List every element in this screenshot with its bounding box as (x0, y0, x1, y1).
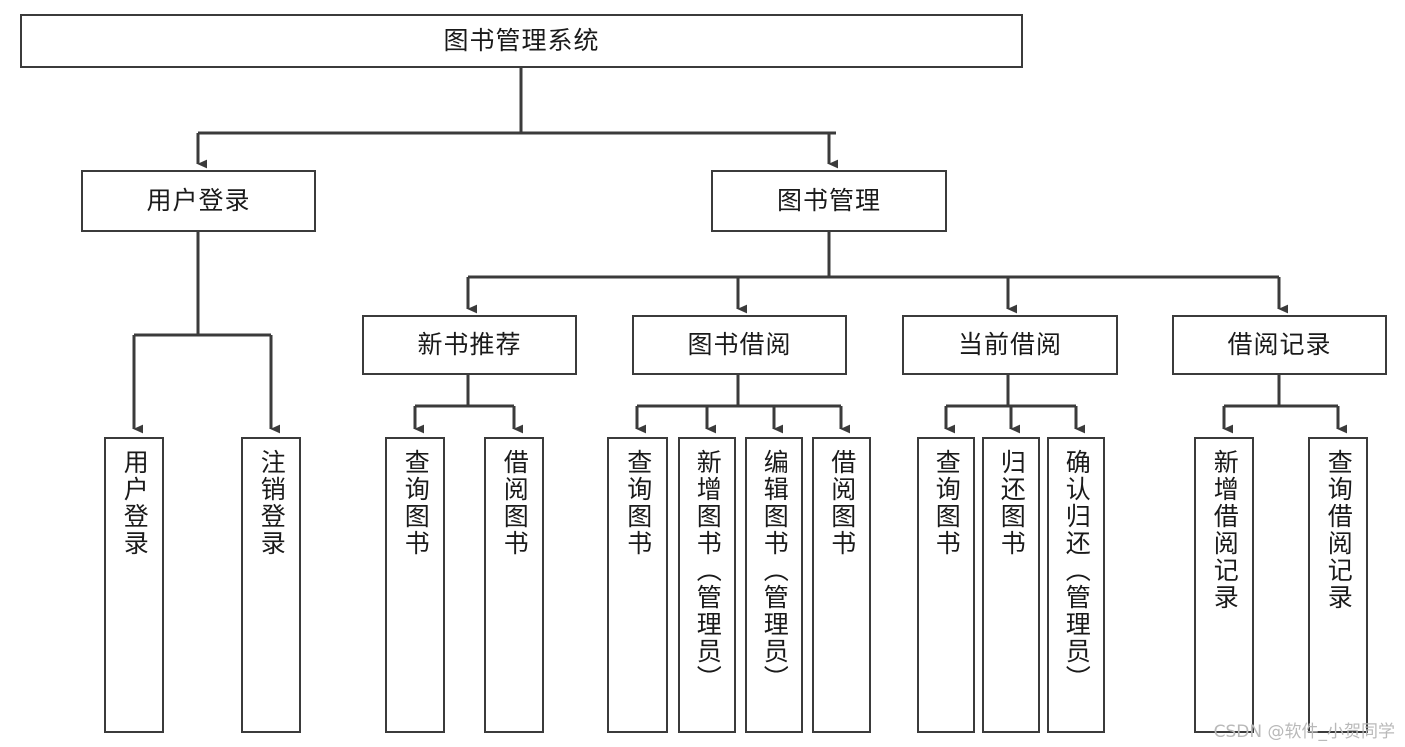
node-book-borrow[interactable]: 图书借阅 (632, 315, 847, 375)
node-user-login-label: 用户登录 (146, 186, 251, 216)
leaf-query-borrow-record-label: 查询借阅记录 (1324, 449, 1354, 611)
leaf-borrow-book[interactable]: 借阅图书 (812, 437, 871, 733)
node-borrow-record-label: 借阅记录 (1227, 330, 1332, 360)
leaf-confirm-return-admin-label: 确认归还（管理员） (1062, 449, 1092, 692)
leaf-borrow-book-new[interactable]: 借阅图书 (484, 437, 544, 733)
leaf-logout-label: 注销登录 (257, 449, 287, 557)
node-current-borrow[interactable]: 当前借阅 (902, 315, 1118, 375)
leaf-query-book-current-label: 查询图书 (932, 449, 962, 557)
node-book-management-label: 图书管理 (776, 186, 881, 216)
leaf-user-login-label: 用户登录 (120, 449, 150, 557)
leaf-edit-book-admin-label: 编辑图书（管理员） (760, 449, 790, 692)
leaf-query-book-new-label: 查询图书 (401, 449, 431, 557)
leaf-add-borrow-record-label: 新增借阅记录 (1210, 449, 1240, 611)
node-book-borrow-label: 图书借阅 (687, 330, 792, 360)
node-user-login[interactable]: 用户登录 (81, 170, 316, 232)
leaf-logout[interactable]: 注销登录 (241, 437, 301, 733)
leaf-add-book-admin[interactable]: 新增图书（管理员） (678, 437, 736, 733)
leaf-edit-book-admin[interactable]: 编辑图书（管理员） (745, 437, 803, 733)
node-new-book-recommend[interactable]: 新书推荐 (362, 315, 577, 375)
leaf-return-book[interactable]: 归还图书 (982, 437, 1040, 733)
node-borrow-record[interactable]: 借阅记录 (1172, 315, 1387, 375)
leaf-query-book-current[interactable]: 查询图书 (917, 437, 975, 733)
node-root-label: 图书管理系统 (443, 26, 600, 56)
leaf-query-book-borrow[interactable]: 查询图书 (607, 437, 668, 733)
leaf-borrow-book-label: 借阅图书 (827, 449, 857, 557)
node-root[interactable]: 图书管理系统 (20, 14, 1023, 68)
leaf-query-borrow-record[interactable]: 查询借阅记录 (1308, 437, 1368, 733)
leaf-user-login[interactable]: 用户登录 (104, 437, 164, 733)
node-book-management[interactable]: 图书管理 (711, 170, 947, 232)
csdn-watermark: CSDN @软件_小贺同学 (1213, 722, 1395, 742)
leaf-query-book-borrow-label: 查询图书 (623, 449, 653, 557)
leaf-add-book-admin-label: 新增图书（管理员） (693, 449, 723, 692)
leaf-return-book-label: 归还图书 (997, 449, 1027, 557)
node-current-borrow-label: 当前借阅 (957, 330, 1062, 360)
node-new-book-recommend-label: 新书推荐 (417, 330, 522, 360)
leaf-query-book-new[interactable]: 查询图书 (385, 437, 445, 733)
leaf-borrow-book-new-label: 借阅图书 (500, 449, 530, 557)
leaf-confirm-return-admin[interactable]: 确认归还（管理员） (1047, 437, 1105, 733)
leaf-add-borrow-record[interactable]: 新增借阅记录 (1194, 437, 1254, 733)
